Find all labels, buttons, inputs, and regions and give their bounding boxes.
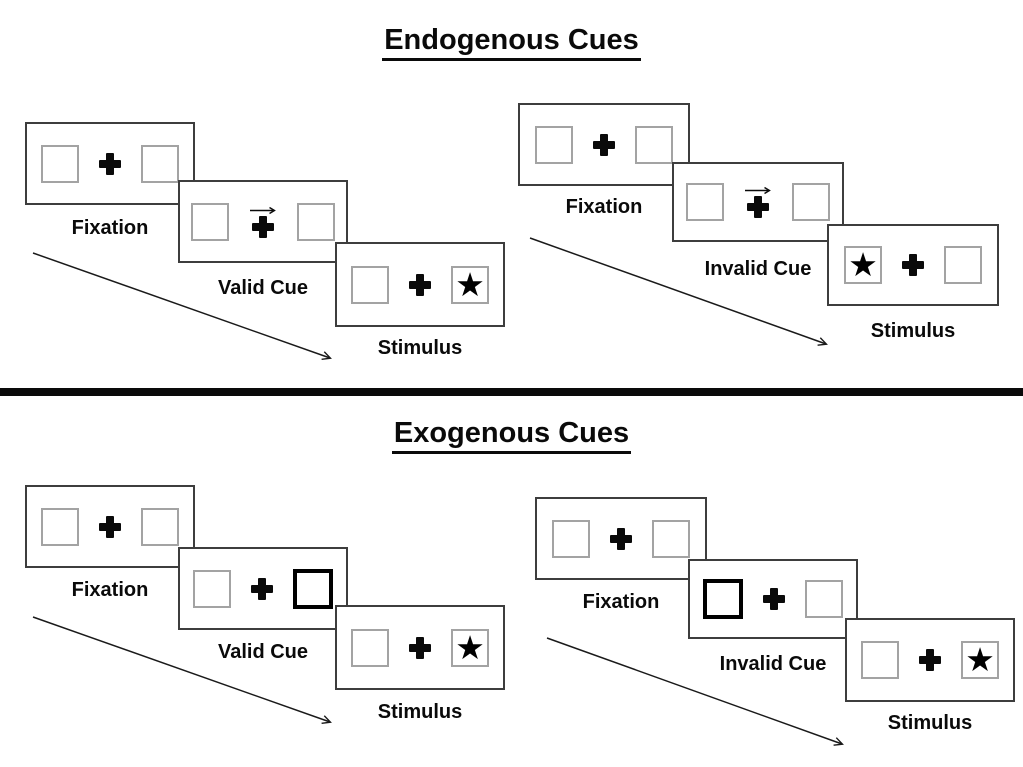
fixation-cross-icon	[251, 577, 273, 600]
stimulus-panel: ★	[335, 242, 505, 327]
left-placeholder-box	[861, 641, 899, 679]
timeline-arrow-exogenous-valid	[32, 616, 332, 724]
star-stimulus-icon: ★	[848, 245, 878, 284]
star-stimulus-icon: ★	[965, 640, 995, 679]
fixation-panel	[518, 103, 690, 186]
fixation-cross-icon	[919, 649, 941, 671]
fixation-cross-icon	[409, 273, 431, 296]
central-cue-stack	[744, 186, 772, 218]
stimulus-panel: ★	[827, 224, 999, 306]
left-placeholder-box	[686, 183, 724, 221]
star-stimulus-icon: ★	[455, 627, 485, 667]
section-title-endogenous: Endogenous Cues	[0, 24, 1023, 61]
invalid-cue-panel	[672, 162, 844, 242]
star-stimulus-icon: ★	[455, 264, 485, 304]
fixation-label: Fixation	[71, 579, 149, 601]
left-target-box: ★	[844, 246, 882, 284]
left-placeholder-box	[351, 628, 389, 667]
invalid-cue-panel	[688, 559, 858, 639]
section-divider	[0, 388, 1023, 396]
fixation-cross-icon	[763, 588, 785, 610]
left-placeholder-box	[193, 569, 231, 608]
section-title-exogenous: Exogenous Cues	[0, 417, 1023, 454]
fixation-label: Fixation	[565, 196, 643, 218]
stimulus-label: Stimulus	[870, 320, 956, 342]
fixation-panel	[25, 122, 195, 205]
left-cue-highlight-box	[703, 579, 743, 619]
valid-cue-panel	[178, 180, 348, 263]
right-placeholder-box	[792, 183, 830, 221]
fixation-cross-icon	[747, 196, 769, 218]
left-placeholder-box	[535, 125, 573, 164]
stimulus-label: Stimulus	[887, 712, 973, 734]
stimulus-label: Stimulus	[377, 337, 463, 359]
right-target-box: ★	[451, 627, 489, 667]
right-cue-highlight-box	[293, 568, 333, 609]
stimulus-label: Stimulus	[377, 701, 463, 723]
timeline-arrow-exogenous-invalid	[546, 637, 844, 746]
section-title-exogenous-text: Exogenous Cues	[391, 417, 632, 454]
fixation-cross-icon	[99, 152, 121, 175]
valid-cue-label: Valid Cue	[217, 277, 309, 299]
right-placeholder-box	[805, 580, 843, 618]
valid-cue-label: Valid Cue	[217, 641, 309, 663]
right-target-box: ★	[961, 641, 999, 679]
fixation-cross-icon	[902, 254, 924, 276]
right-placeholder-box	[141, 507, 179, 546]
fixation-panel	[535, 497, 707, 580]
right-placeholder-box	[141, 144, 179, 183]
fixation-cross-icon	[610, 527, 632, 550]
stimulus-panel: ★	[845, 618, 1015, 702]
fixation-cross-icon	[99, 515, 121, 538]
left-placeholder-box	[351, 265, 389, 304]
fixation-label: Fixation	[582, 591, 660, 613]
right-target-box: ★	[451, 264, 489, 304]
left-placeholder-box	[552, 519, 590, 558]
left-placeholder-box	[41, 144, 79, 183]
stimulus-panel: ★	[335, 605, 505, 690]
valid-cue-panel	[178, 547, 348, 630]
fixation-label: Fixation	[71, 217, 149, 239]
timeline-arrow-endogenous-valid	[32, 252, 332, 360]
fixation-cross-icon	[409, 636, 431, 659]
fixation-cross-icon	[593, 133, 615, 156]
central-cue-stack	[249, 206, 277, 238]
left-placeholder-box	[191, 202, 229, 241]
timeline-arrow-endogenous-invalid	[529, 237, 828, 346]
right-placeholder-box	[297, 202, 335, 241]
right-placeholder-box	[635, 125, 673, 164]
left-placeholder-box	[41, 507, 79, 546]
right-placeholder-box	[944, 246, 982, 284]
cue-arrow-right-icon	[250, 206, 276, 214]
fixation-cross-icon	[252, 215, 274, 238]
section-title-endogenous-text: Endogenous Cues	[382, 24, 641, 61]
cue-arrow-right-icon	[745, 186, 771, 195]
right-placeholder-box	[652, 519, 690, 558]
invalid-cue-label: Invalid Cue	[719, 653, 827, 675]
invalid-cue-label: Invalid Cue	[704, 258, 812, 280]
fixation-panel	[25, 485, 195, 568]
